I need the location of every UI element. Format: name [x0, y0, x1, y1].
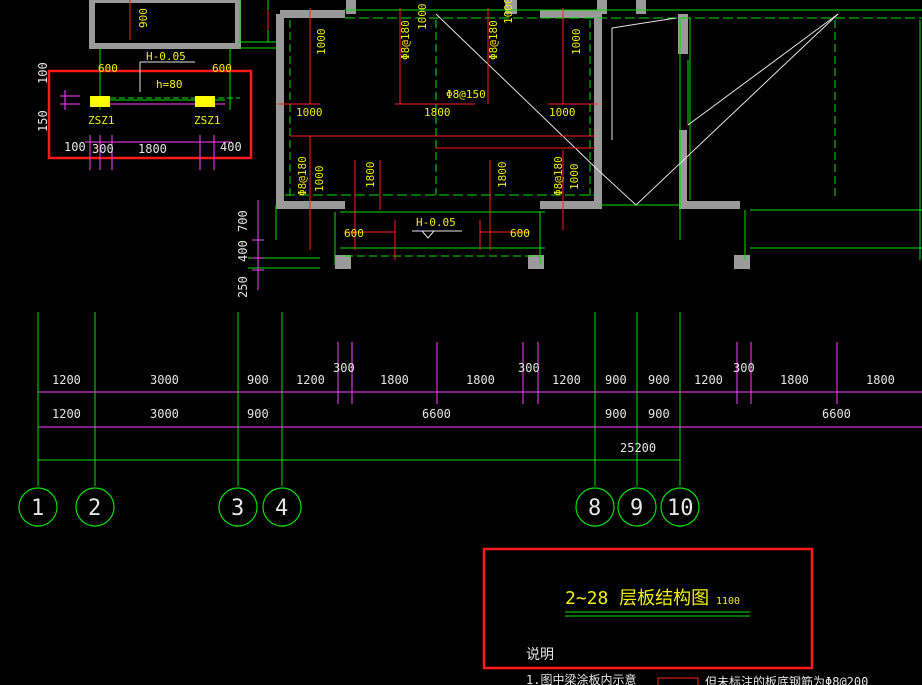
note-2: 但未标注的板底钢筋为Φ8@200 [705, 674, 868, 685]
svg-text:300: 300 [518, 361, 540, 375]
stair-and-diagonals [435, 13, 839, 206]
svg-text:900: 900 [605, 373, 627, 387]
axis-label-3[interactable]: 3 [231, 496, 244, 521]
svg-text:300: 300 [333, 361, 355, 375]
svg-text:1200: 1200 [52, 407, 81, 421]
axis-label-2[interactable]: 2 [88, 496, 101, 521]
main-plan-walls [276, 0, 750, 269]
grid-axis-lines [37, 312, 681, 486]
column-label-left: ZSZ1 [88, 114, 115, 127]
svg-text:900: 900 [648, 407, 670, 421]
svg-text:Φ8@180: Φ8@180 [399, 20, 412, 60]
svg-text:1000: 1000 [416, 4, 429, 31]
svg-text:1200: 1200 [52, 373, 81, 387]
svg-text:1000: 1000 [568, 164, 581, 191]
svg-text:1800: 1800 [380, 373, 409, 387]
upper-left-structure [89, 0, 278, 110]
svg-text:600: 600 [344, 227, 364, 240]
column-zsz1-left[interactable] [90, 96, 110, 107]
side-dims: 700 400 250 [236, 200, 264, 298]
svg-text:1800: 1800 [364, 162, 377, 189]
svg-text:900: 900 [605, 407, 627, 421]
svg-text:1000: 1000 [502, 0, 515, 24]
svg-text:400: 400 [236, 240, 250, 262]
axis-label-1[interactable]: 1 [31, 496, 44, 521]
svg-text:900: 900 [247, 373, 269, 387]
callout-label-h: H-0.05 [146, 50, 186, 63]
svg-text:1200: 1200 [552, 373, 581, 387]
column-label-right: ZSZ1 [194, 114, 221, 127]
svg-text:900: 900 [247, 407, 269, 421]
svg-text:600: 600 [510, 227, 530, 240]
axis-label-9[interactable]: 9 [630, 496, 643, 521]
column-zsz1-right[interactable] [195, 96, 215, 107]
svg-text:1800: 1800 [780, 373, 809, 387]
plan-annotations: 1000 Φ8@180 1000 Φ8@180 1000 1000 1000 1… [296, 0, 583, 240]
svg-text:900: 900 [648, 373, 670, 387]
axis-label-10[interactable]: 10 [667, 496, 694, 521]
callout-dim-100-side: 100 [36, 62, 50, 84]
callout-label-thickness: h=80 [156, 78, 183, 91]
callout-dim-600-left: 600 [98, 62, 118, 75]
svg-text:1200: 1200 [694, 373, 723, 387]
notes-heading: 说明 [526, 647, 554, 663]
axis-label-8[interactable]: 8 [588, 496, 601, 521]
svg-text:1000: 1000 [296, 106, 323, 119]
title-highlight-box [482, 547, 814, 670]
dimension-total: 25200 [620, 441, 656, 455]
svg-text:3000: 3000 [150, 373, 179, 387]
svg-text:700: 700 [236, 210, 250, 232]
callout-dim-300: 300 [92, 142, 114, 156]
svg-text:250: 250 [236, 276, 250, 298]
svg-text:6600: 6600 [422, 407, 451, 421]
svg-text:1200: 1200 [296, 373, 325, 387]
callout-dim-400: 400 [220, 140, 242, 154]
dimension-row-1: 1200 3000 900 1200 300 1800 1800 300 120… [52, 361, 895, 387]
callout-dim-150-side: 150 [36, 110, 50, 132]
svg-text:1000: 1000 [315, 29, 328, 56]
axis-label-4[interactable]: 4 [275, 496, 288, 521]
svg-text:1800: 1800 [496, 162, 509, 189]
callout-dim-100: 100 [64, 140, 86, 154]
dimension-lines [38, 342, 922, 428]
svg-text:6600: 6600 [822, 407, 851, 421]
note-legend-box [657, 677, 699, 685]
drawing-title-note: 1100 [716, 596, 740, 607]
svg-text:1800: 1800 [424, 106, 451, 119]
note-1: 1.图中梁涂板内示意 [526, 672, 636, 685]
dimension-row-2: 1200 3000 900 6600 900 900 6600 [52, 407, 851, 421]
svg-text:1000: 1000 [549, 106, 576, 119]
svg-text:300: 300 [733, 361, 755, 375]
callout-dim-600-right: 600 [212, 62, 232, 75]
svg-text:H-0.05: H-0.05 [416, 216, 456, 229]
callout-dim-1800: 1800 [138, 142, 167, 156]
svg-text:1800: 1800 [866, 373, 895, 387]
rebar-red-lines [267, 8, 598, 260]
svg-text:Φ8@180: Φ8@180 [552, 156, 565, 196]
svg-text:3000: 3000 [150, 407, 179, 421]
svg-text:1800: 1800 [466, 373, 495, 387]
axis-bubbles [18, 487, 700, 527]
svg-text:Φ8@180: Φ8@180 [487, 20, 500, 60]
svg-text:Φ8@150: Φ8@150 [446, 88, 486, 101]
svg-text:1000: 1000 [313, 166, 326, 193]
svg-text:Φ8@180: Φ8@180 [296, 156, 309, 196]
callout-highlight-box [47, 69, 253, 160]
drawing-title: 2~28 层板结构图 [565, 588, 709, 609]
svg-text:1000: 1000 [570, 29, 583, 56]
main-plan-green-lines [239, 0, 922, 269]
dim-900-top: 900 [137, 8, 150, 28]
